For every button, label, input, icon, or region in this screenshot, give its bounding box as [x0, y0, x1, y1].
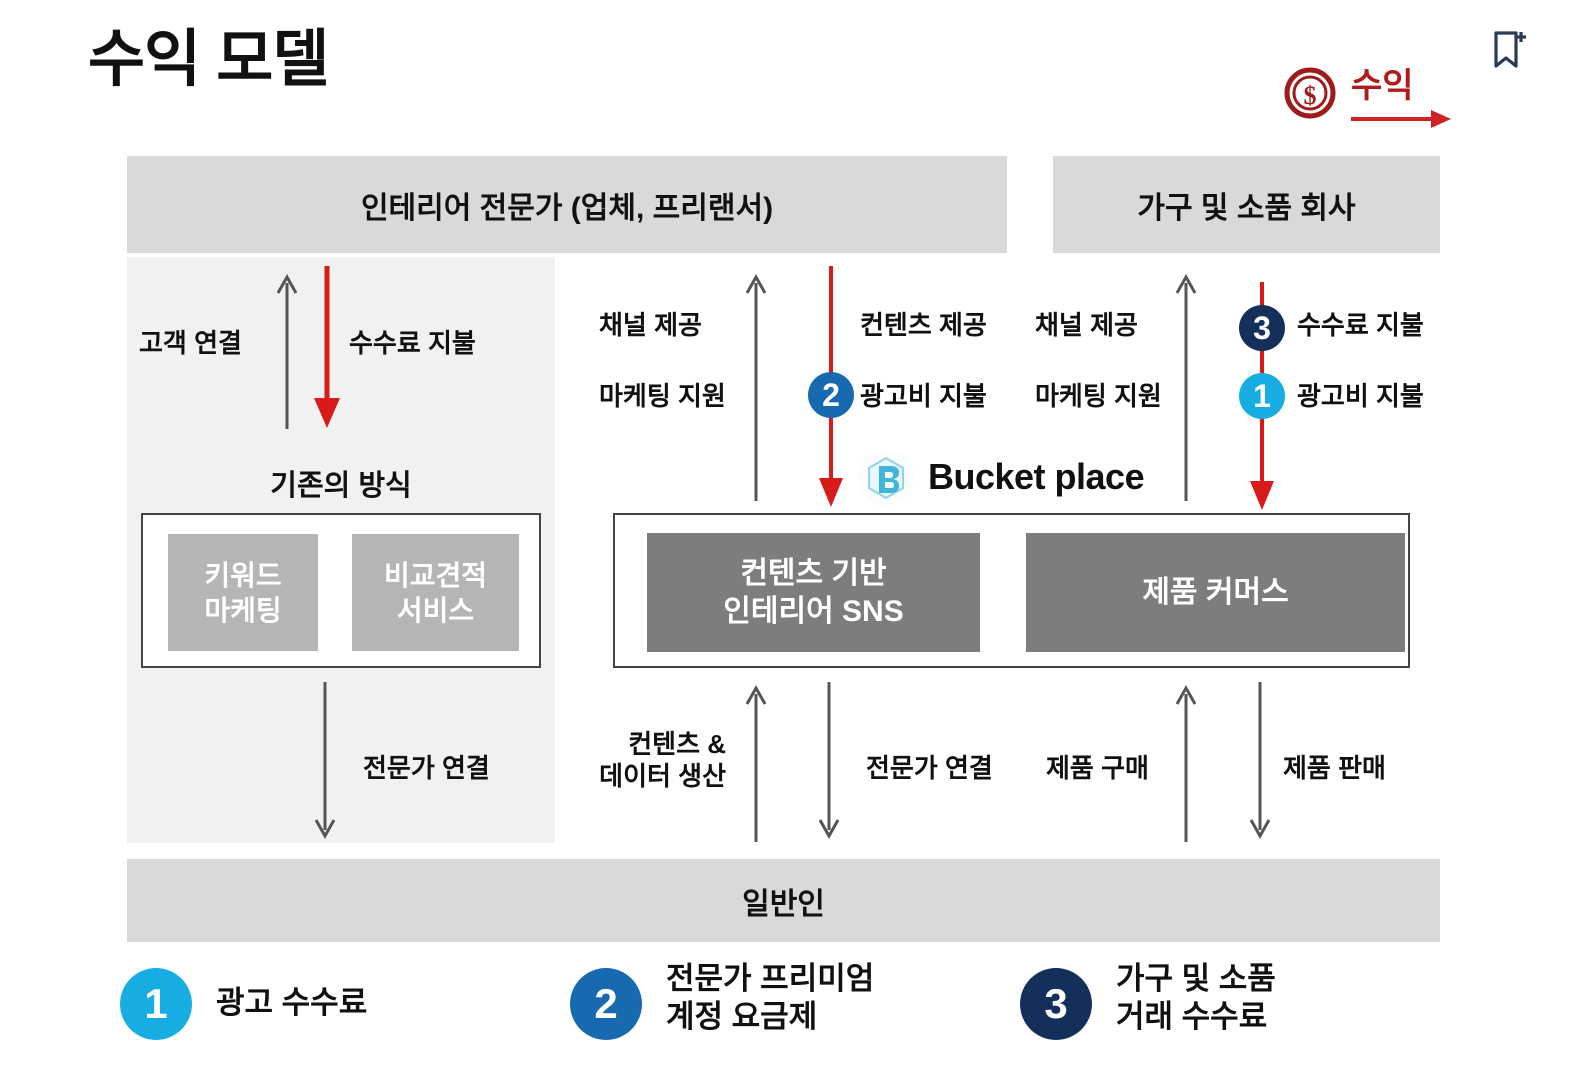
legend-label-2: 전문가 프리미엄 계정 요금제	[666, 960, 874, 1036]
legend-label-3-line1: 가구 및 소품	[1116, 961, 1276, 996]
flow-label-commerce-marketing-support: 마케팅 지원	[1035, 381, 1162, 411]
svg-text:$: $	[1304, 81, 1317, 110]
flow-label-pro-connect-sns: 전문가 연결	[866, 753, 993, 783]
flow-label-sns-marketing-support: 마케팅 지원	[599, 381, 726, 411]
flow-label-content-provide: 컨텐츠 제공	[860, 310, 987, 340]
service-box-compare-quote: 비교견적 서비스	[352, 534, 519, 651]
flow-label-commerce-fee-payment: 수수료 지불	[1297, 310, 1424, 340]
flow-label-sns-ad-payment: 광고비 지불	[860, 381, 987, 411]
badge-2-on-arrow: 2	[808, 372, 854, 418]
legend-label-2-line1: 전문가 프리미엄	[666, 961, 875, 996]
dollar-circle-icon: $	[1284, 67, 1336, 119]
legend-label-3: 가구 및 소품 거래 수수료	[1116, 960, 1276, 1036]
flow-label-content-data-line2: 데이터 생산	[599, 760, 726, 791]
flow-label-sns-channel-provide: 채널 제공	[599, 310, 702, 340]
badge-1-on-arrow: 1	[1239, 373, 1285, 419]
arrow-down-pro-connect-legacy	[314, 682, 336, 840]
revenue-marker: $ 수익	[1283, 58, 1453, 138]
service-box-commerce-line1: 제품 커머스	[1142, 575, 1289, 609]
right-arrow-icon	[1351, 110, 1451, 128]
legend-label-2-line2: 계정 요금제	[666, 998, 818, 1034]
flow-label-commerce-ad-payment: 광고비 지불	[1297, 381, 1424, 411]
legend: 1 광고 수수료 2 전문가 프리미엄 계정 요금제 3 가구 및 소품 거래 …	[120, 960, 1460, 1080]
service-box-keyword-line2: 마케팅	[204, 594, 282, 626]
legend-badge-1: 1	[120, 968, 192, 1040]
legend-label-3-line2: 거래 수수료	[1116, 998, 1268, 1034]
header-label-public: 일반인	[742, 887, 825, 921]
header-label-furniture: 가구 및 소품 회사	[1137, 191, 1356, 225]
flow-label-pro-connect-legacy: 전문가 연결	[363, 753, 490, 783]
service-box-compare-line2: 서비스	[396, 594, 475, 626]
arrow-down-fee-payment	[314, 266, 340, 428]
arrow-up-content-data	[745, 684, 767, 842]
page-title: 수익 모델	[88, 25, 329, 94]
header-bar-furniture: 가구 및 소품 회사	[1053, 156, 1440, 253]
legacy-services-frame: 키워드 마케팅 비교견적 서비스	[141, 513, 541, 668]
legend-badge-2: 2	[570, 968, 642, 1040]
service-box-content-sns: 컨텐츠 기반 인테리어 SNS	[647, 533, 980, 652]
flow-label-commerce-channel-provide: 채널 제공	[1035, 310, 1138, 340]
flow-label-customer-connect: 고객 연결	[139, 328, 242, 358]
service-box-compare-line1: 비교견적	[383, 559, 488, 591]
arrow-up-customer-connect	[276, 273, 298, 429]
revenue-label: 수익	[1351, 67, 1414, 105]
flow-label-content-data-line1: 컨텐츠 &	[628, 729, 726, 759]
service-box-sns-line2: 인테리어 SNS	[723, 594, 904, 628]
header-label-professionals: 인테리어 전문가 (업체, 프리랜서)	[360, 191, 774, 225]
arrow-up-product-buy	[1175, 684, 1197, 842]
legend-label-1: 광고 수수료	[216, 984, 367, 1022]
legacy-method-label: 기존의 방식	[270, 470, 412, 502]
bookmark-add-icon[interactable]	[1491, 28, 1527, 72]
legend-label-1-line1: 광고 수수료	[216, 985, 368, 1020]
legend-badge-3: 3	[1020, 968, 1092, 1040]
arrow-up-sns-channel	[745, 273, 767, 501]
header-bar-public: 일반인	[127, 859, 1440, 942]
service-box-keyword-line1: 키워드	[204, 559, 282, 591]
service-box-sns-line1: 컨텐츠 기반	[740, 557, 887, 590]
flow-label-content-data: 컨텐츠 & 데이터 생산	[596, 729, 726, 792]
service-box-product-commerce: 제품 커머스	[1026, 533, 1405, 652]
bucket-services-frame: 컨텐츠 기반 인테리어 SNS 제품 커머스	[613, 513, 1410, 668]
header-bar-professionals: 인테리어 전문가 (업체, 프리랜서)	[127, 156, 1007, 253]
arrow-down-pro-connect-sns	[818, 682, 840, 840]
service-box-keyword-marketing: 키워드 마케팅	[168, 534, 318, 651]
flow-label-product-buy: 제품 구매	[1046, 753, 1149, 783]
flow-label-fee-payment: 수수료 지불	[349, 328, 476, 358]
badge-3-on-arrow: 3	[1239, 305, 1285, 351]
arrow-up-commerce-channel	[1175, 273, 1197, 501]
flow-label-product-sell: 제품 판매	[1283, 753, 1386, 783]
bucket-place-mark-icon	[858, 450, 914, 506]
bucket-place-logo: Bucket place	[858, 450, 1158, 506]
arrow-down-product-sell	[1249, 682, 1271, 840]
bucket-place-wordmark: Bucket place	[928, 456, 1145, 497]
